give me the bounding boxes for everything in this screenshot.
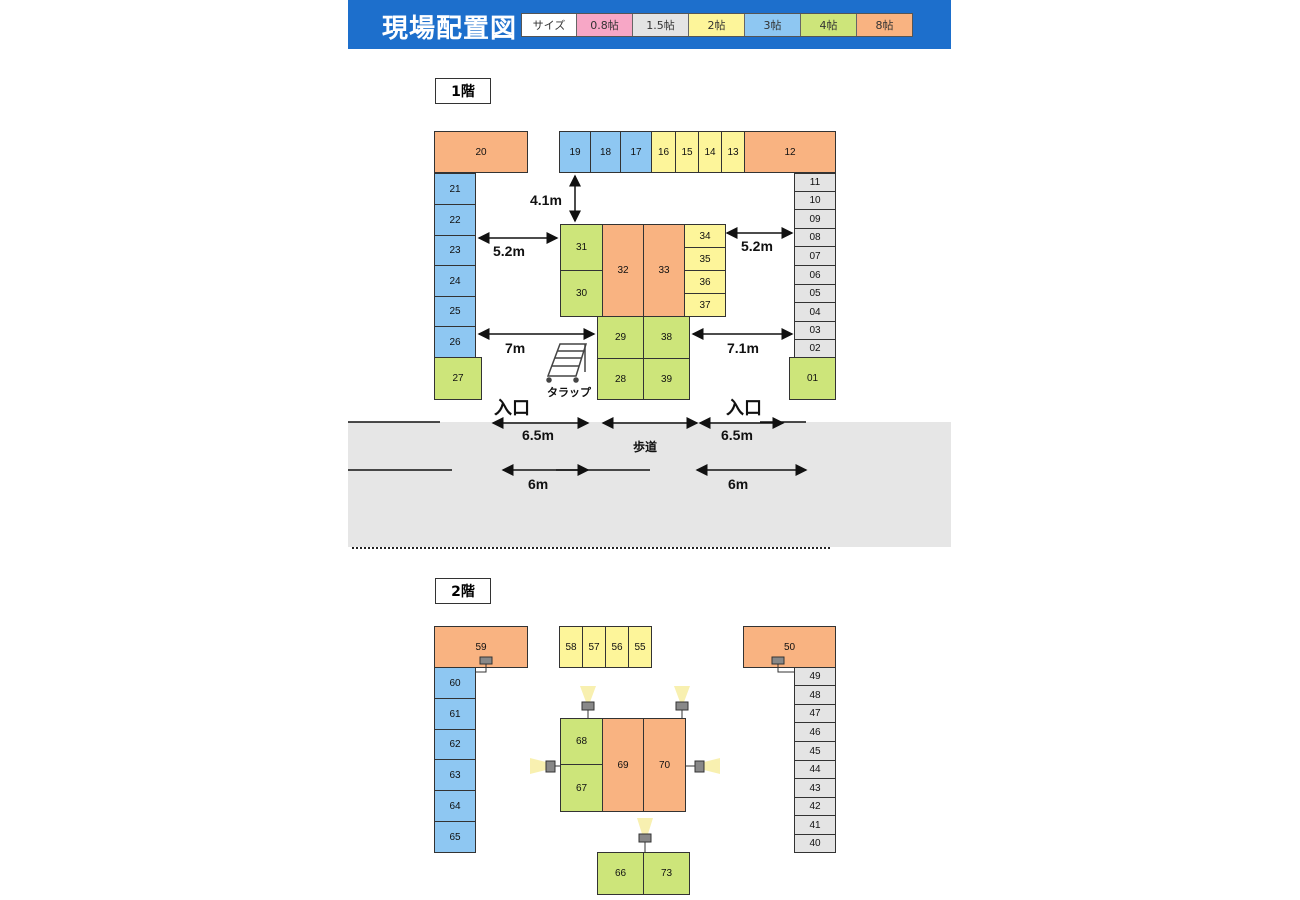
booth-24[interactable]: 24	[434, 265, 476, 297]
ramp-icon	[546, 343, 588, 383]
booth-62[interactable]: 62	[434, 729, 476, 760]
booth-15[interactable]: 15	[675, 131, 699, 173]
booth-63[interactable]: 63	[434, 759, 476, 791]
spotlight-icon	[580, 686, 596, 718]
booth-21[interactable]: 21	[434, 173, 476, 205]
legend-8: 8帖	[856, 14, 912, 36]
booth-03[interactable]: 03	[794, 321, 836, 340]
legend-0-8: 0.8帖	[576, 14, 632, 36]
legend-1-5: 1.5帖	[632, 14, 688, 36]
spotlight-icon	[771, 656, 794, 673]
dim-label-5-2-right: 5.2m	[741, 238, 773, 254]
booth-39[interactable]: 39	[643, 358, 690, 400]
booth-68[interactable]: 68	[560, 718, 603, 765]
legend-4: 4帖	[800, 14, 856, 36]
booth-01[interactable]: 01	[789, 357, 836, 400]
entrance-left-label: 入口	[494, 398, 530, 419]
spotlight-icon	[530, 758, 560, 774]
booth-33[interactable]: 33	[643, 224, 685, 317]
booth-35[interactable]: 35	[684, 247, 726, 271]
booth-18[interactable]: 18	[590, 131, 621, 173]
booth-32[interactable]: 32	[602, 224, 644, 317]
spotlight-icon	[637, 818, 653, 852]
legend-3: 3帖	[744, 14, 800, 36]
dim-label-6-5-left: 6.5m	[522, 427, 554, 443]
booth-12[interactable]: 12	[744, 131, 836, 173]
booth-60[interactable]: 60	[434, 667, 476, 699]
booth-28[interactable]: 28	[597, 358, 644, 400]
booth-20[interactable]: 20	[434, 131, 528, 173]
dim-label-6-left: 6m	[528, 476, 549, 492]
floor2-label: 2階	[435, 578, 491, 604]
legend-2: 2帖	[688, 14, 744, 36]
floor1-label: 1階	[435, 78, 491, 104]
booth-40[interactable]: 40	[794, 834, 836, 853]
booth-27[interactable]: 27	[434, 357, 482, 400]
sidewalk-area	[348, 422, 951, 547]
spotlight-icon	[686, 758, 720, 774]
legend-size-label: サイズ	[522, 14, 576, 36]
booth-38[interactable]: 38	[643, 316, 690, 359]
ramp-label: タラップ	[547, 386, 591, 399]
entrance-right-label: 入口	[726, 398, 762, 419]
size-legend: サイズ 0.8帖 1.5帖 2帖 3帖 4帖 8帖	[521, 13, 913, 37]
booth-55[interactable]: 55	[628, 626, 652, 668]
dim-label-7-1: 7.1m	[727, 340, 759, 356]
booth-44[interactable]: 44	[794, 760, 836, 779]
floor-divider	[352, 547, 830, 549]
booth-65[interactable]: 65	[434, 821, 476, 853]
booth-30[interactable]: 30	[560, 270, 603, 317]
dim-label-4-1: 4.1m	[530, 192, 562, 208]
booth-37[interactable]: 37	[684, 293, 726, 317]
booth-58[interactable]: 58	[559, 626, 583, 668]
dim-label-6-5-right: 6.5m	[721, 427, 753, 443]
spotlight-icon	[476, 656, 493, 673]
spotlight-icon	[674, 686, 690, 718]
page-title: 現場配置図	[382, 14, 518, 44]
dim-label-7: 7m	[505, 340, 526, 356]
sidewalk-label: 歩道	[633, 440, 658, 454]
booth-67[interactable]: 67	[560, 764, 603, 812]
booth-50[interactable]: 50	[743, 626, 836, 668]
booth-70[interactable]: 70	[643, 718, 686, 812]
booth-66[interactable]: 66	[597, 852, 644, 895]
dim-label-6-right: 6m	[728, 476, 749, 492]
booth-14[interactable]: 14	[698, 131, 722, 173]
booth-29[interactable]: 29	[597, 316, 644, 359]
booth-22[interactable]: 22	[434, 204, 476, 236]
booth-43[interactable]: 43	[794, 778, 836, 798]
dim-label-5-2-left: 5.2m	[493, 243, 525, 259]
booth-73[interactable]: 73	[643, 852, 690, 895]
